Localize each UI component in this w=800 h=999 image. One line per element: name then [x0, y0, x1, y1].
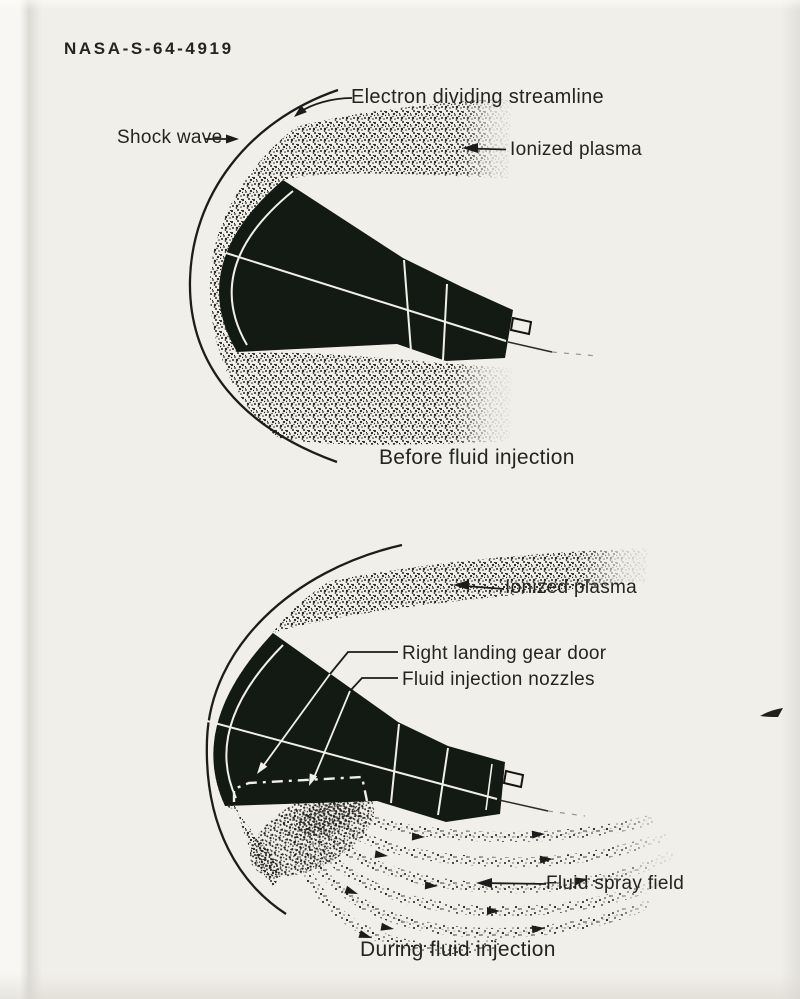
capsule-silhouette [213, 633, 505, 822]
spray-fade [608, 800, 692, 955]
capsule-section-line [485, 763, 493, 811]
label-ionized-plasma-bottom: Ionized plasma [505, 577, 637, 598]
spray-arrowheads [344, 830, 588, 938]
spray-arrowhead-icon [411, 832, 425, 841]
gear-door-arrow-icon [257, 761, 268, 774]
capsule-centerline [195, 717, 498, 800]
plasma-band [209, 98, 512, 445]
spray-arrowhead-icon [531, 925, 545, 934]
plasma-fade [578, 538, 660, 608]
capsule-tail-nub [509, 316, 533, 336]
centerline-extension [498, 799, 549, 812]
spray-arrowhead-icon [539, 855, 553, 864]
capsule-centerline [225, 252, 507, 342]
centerline-extension-faint [551, 351, 599, 357]
spray-arrowhead-icon [574, 877, 588, 886]
gear-door-outline [232, 775, 369, 802]
capsule-section-line [437, 747, 449, 816]
label-gear-door: Right landing gear door [402, 643, 607, 664]
gear-door-leader [329, 651, 398, 675]
shock-wave-arc [188, 88, 339, 464]
label-fluid-spray-field: Fluid spray field [546, 873, 685, 894]
streamline-arrow-icon [294, 105, 307, 117]
plasma-fade [460, 88, 520, 186]
shock-wave-arc [205, 543, 403, 915]
spray-arrowhead-icon [358, 930, 372, 938]
nozzles-leader [349, 677, 398, 692]
label-ionized-plasma-top: Ionized plasma [510, 139, 642, 160]
heat-shield-line [230, 190, 294, 346]
heat-shield-line [225, 644, 284, 799]
top-diagram [188, 88, 599, 464]
capsule-section-line [403, 259, 412, 352]
plasma-arrow-icon [462, 143, 478, 153]
label-shock-wave: Shock wave [117, 127, 223, 148]
caption-before-injection: Before fluid injection [379, 446, 575, 469]
spray-arrowhead-icon [344, 885, 358, 894]
capsule-section-line [442, 283, 448, 361]
nozzles-arrow-icon [309, 773, 318, 786]
spray-arrowhead-icon [380, 922, 394, 931]
plasma-arrow-icon [453, 580, 469, 590]
shock-arrow-icon [226, 134, 239, 144]
plasma-fade [452, 352, 518, 450]
bottom-diagram [195, 538, 692, 955]
gear-door-leader-inner [260, 673, 331, 770]
label-electron-streamline: Electron dividing streamline [351, 86, 604, 108]
spray-arrowhead-icon [424, 881, 438, 890]
centerline-extension-faint [547, 810, 586, 817]
capsule-silhouette [218, 180, 513, 361]
spray-arrowhead-icon [531, 830, 545, 839]
caption-during-injection: During fluid injection [360, 938, 556, 961]
streamline-leader [299, 97, 353, 113]
spray-arrowhead-icon [374, 850, 388, 859]
catalog-number: NASA-S-64-4919 [64, 39, 234, 58]
nozzles-leader-inner [312, 690, 351, 781]
spray-streamline-guides [291, 805, 669, 934]
spray-arrow-shaft [481, 882, 547, 885]
capsule-section-line [390, 723, 400, 804]
spray-arrowhead-icon [487, 907, 500, 915]
label-injection-nozzles: Fluid injection nozzles [402, 669, 595, 690]
centerline-extension [507, 341, 553, 353]
spray-arrow-icon [476, 878, 492, 888]
edge-mark-icon [760, 708, 783, 717]
capsule-tail-nub [502, 769, 525, 789]
